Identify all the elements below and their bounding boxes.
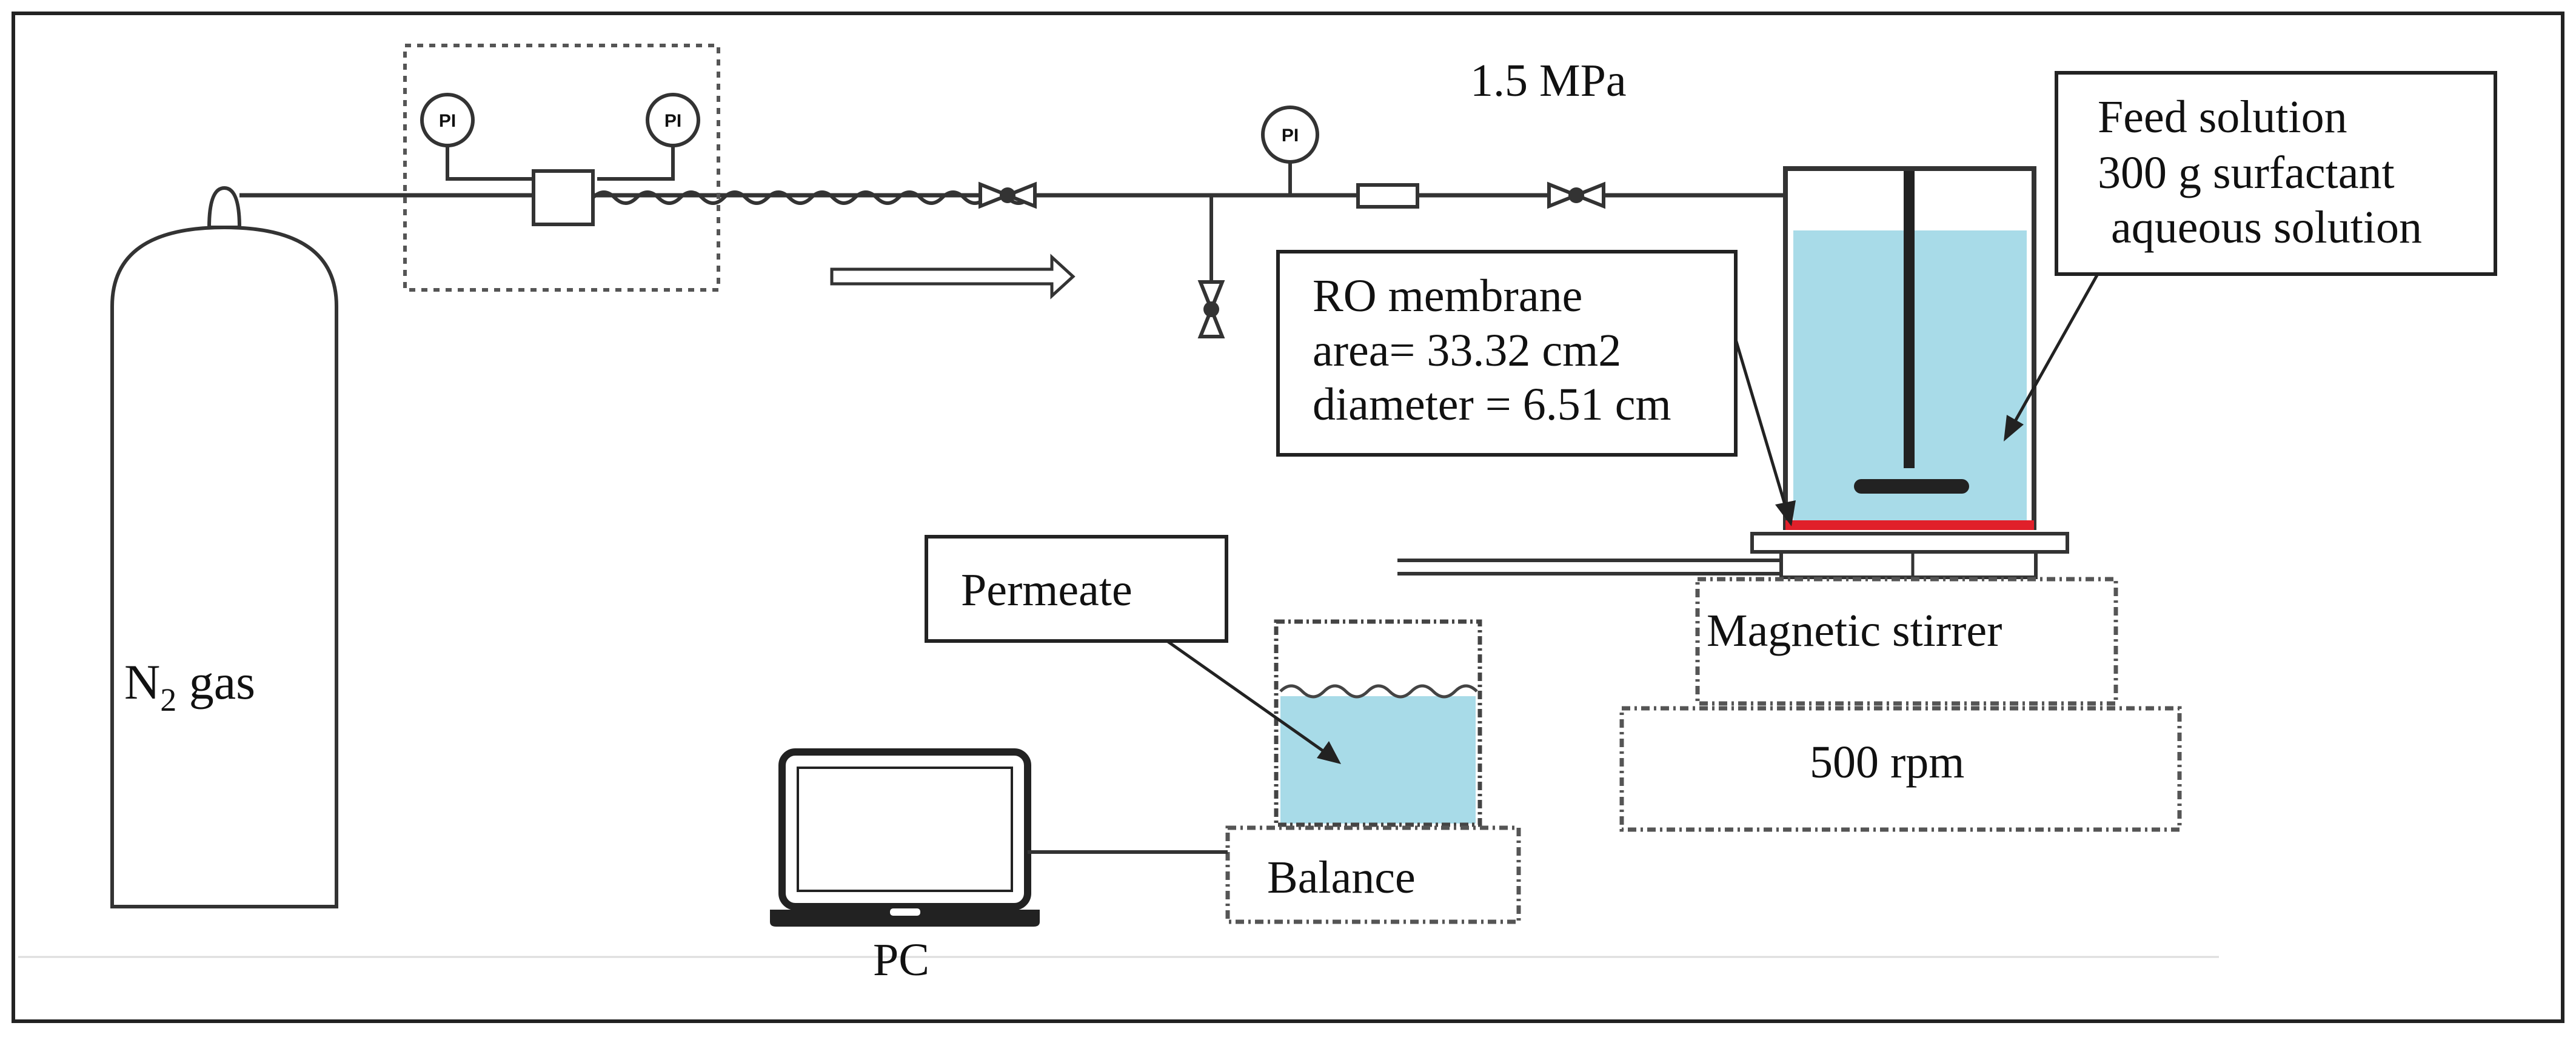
permeate-arrowhead: [1317, 741, 1341, 764]
feed-solution-callout: [2055, 71, 2497, 276]
filter-icon: [1356, 183, 1419, 209]
laptop-icon: [770, 748, 1040, 927]
feed-solution-pointer: [2010, 273, 2099, 429]
permeate-label: Permeate: [961, 565, 1132, 616]
permeate-callout: [925, 535, 1228, 643]
ro-membrane: [1785, 520, 2034, 530]
ro-membrane-pointer: [1734, 339, 1789, 513]
gauge-connector-right: [597, 146, 675, 181]
cell-base-plate: [1750, 532, 2069, 554]
feed-solution-line-2: 300 g surfactant: [2098, 147, 2395, 198]
magnetic-stirrer-label: Magnetic stirrer: [1707, 605, 2002, 656]
svg-text:PI: PI: [1282, 126, 1299, 146]
valve-icon: [1547, 181, 1605, 209]
valve-icon: [1197, 280, 1225, 338]
pressure-gauge-icon: PI: [420, 93, 475, 147]
balance-box: [1225, 825, 1521, 924]
feed-solution-arrowhead: [2004, 415, 2024, 441]
magnetic-stirrer-box: [1695, 577, 2118, 706]
ro-membrane-callout: [1276, 250, 1738, 457]
gauge-connector-left: [446, 146, 534, 181]
feed-solution-line-1: Feed solution: [2098, 92, 2347, 143]
permeate-water: [1280, 696, 1476, 824]
feed-solution-line-3: aqueous solution: [2111, 202, 2422, 253]
svg-text:PI: PI: [664, 111, 681, 131]
permeate-pointer: [1166, 639, 1330, 757]
pressure-gauge-icon: PI: [646, 93, 700, 147]
pressure-label: 1.5 MPa: [1470, 55, 1627, 106]
rpm-label: 500 rpm: [1810, 737, 1964, 788]
pressure-gauge-icon: PI: [1261, 106, 1319, 164]
flexible-hose: [591, 190, 1031, 205]
ro-membrane-line-1: RO membrane: [1313, 270, 1582, 321]
regulator-icon: [532, 169, 595, 226]
balance-label: Balance: [1267, 852, 1416, 903]
gas-label: N2 gas: [124, 654, 255, 718]
valve-icon: [979, 181, 1037, 209]
gas-cylinder-icon: [110, 186, 338, 908]
ro-membrane-line-2: area= 33.32 cm2: [1313, 325, 1621, 376]
permeate-water-surface: [1279, 684, 1478, 699]
figure-frame: [12, 12, 2564, 1023]
cell-base: [1779, 550, 2038, 579]
stirrer-icon: [1854, 171, 1969, 494]
ro-membrane-line-3: diameter = 6.51 cm: [1313, 379, 1671, 430]
rpm-box: [1619, 706, 2182, 832]
pc-label: PC: [873, 935, 929, 985]
beaker-icon: [1274, 619, 1482, 827]
ro-membrane-arrowhead: [1775, 500, 1796, 526]
svg-text:PI: PI: [439, 111, 456, 131]
flow-arrow-icon: [830, 253, 1076, 300]
